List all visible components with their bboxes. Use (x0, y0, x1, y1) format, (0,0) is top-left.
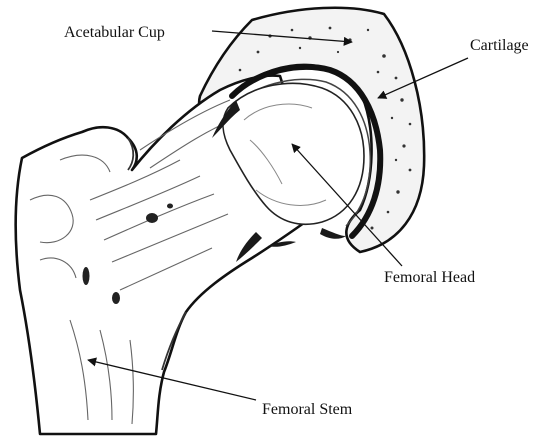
label-cartilage: Cartilage (470, 37, 529, 54)
label-femoral-head: Femoral Head (384, 269, 475, 286)
label-acetabular-cup: Acetabular Cup (64, 24, 165, 41)
label-femoral-stem: Femoral Stem (262, 401, 353, 418)
